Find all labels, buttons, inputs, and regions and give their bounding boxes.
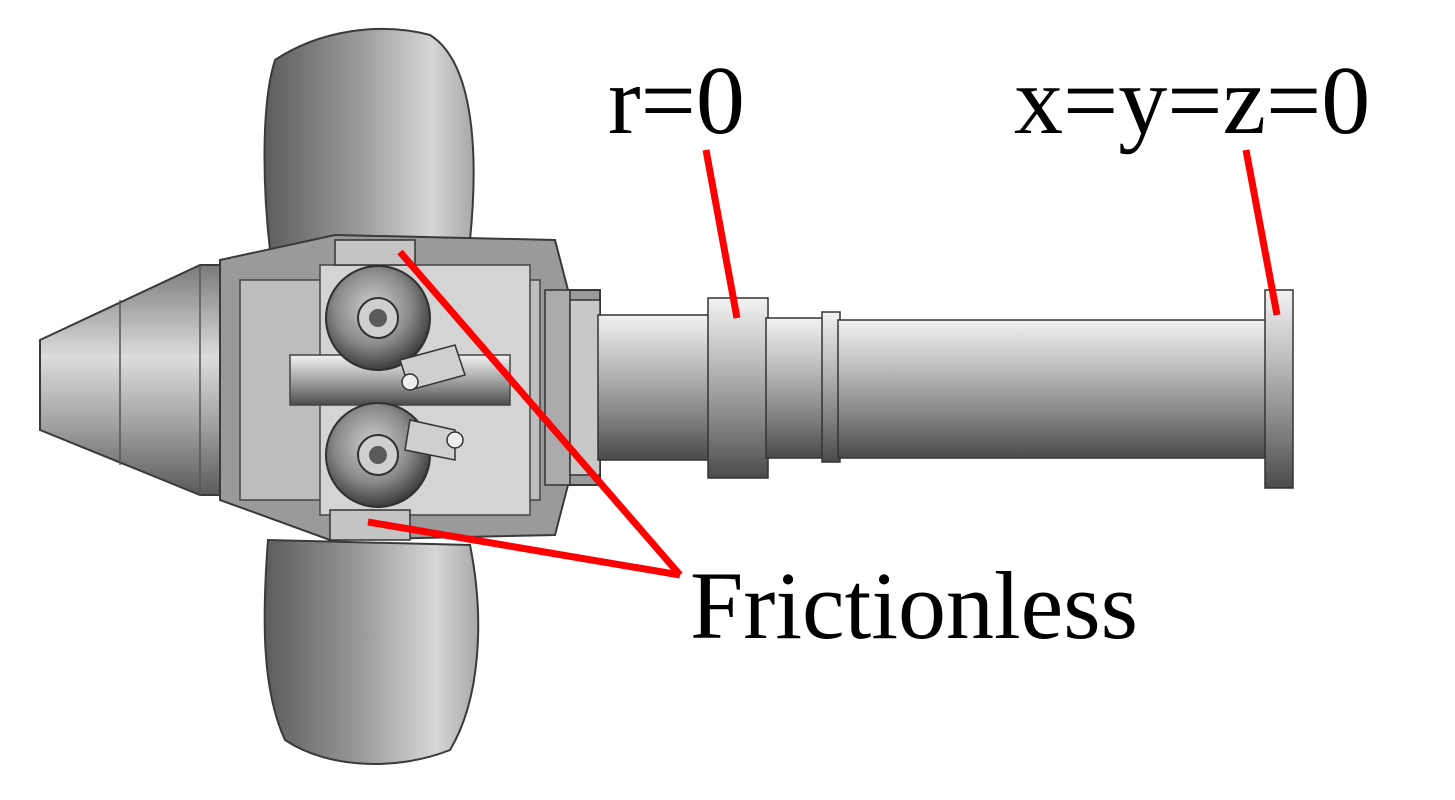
frictionless-leader-upper: [397, 249, 683, 578]
rear-flange: [544, 289, 571, 486]
xyz-zero-label: x=y=z=0: [1014, 47, 1371, 155]
r-leader-line: [702, 149, 741, 319]
shaft-collar: [707, 297, 769, 479]
shaft-end-flange: [1264, 289, 1294, 489]
upper-blade: [263, 27, 475, 252]
xyz-leader-line: [1242, 149, 1281, 316]
frictionless-leader-lower: [367, 518, 681, 579]
shaft-front: [597, 314, 711, 461]
lower-blade: [263, 538, 480, 765]
frictionless-label: Frictionless: [690, 552, 1138, 659]
lower-linkage: [404, 419, 456, 461]
r-zero-label: r=0: [608, 47, 745, 155]
shaft-rear: [837, 319, 1269, 459]
